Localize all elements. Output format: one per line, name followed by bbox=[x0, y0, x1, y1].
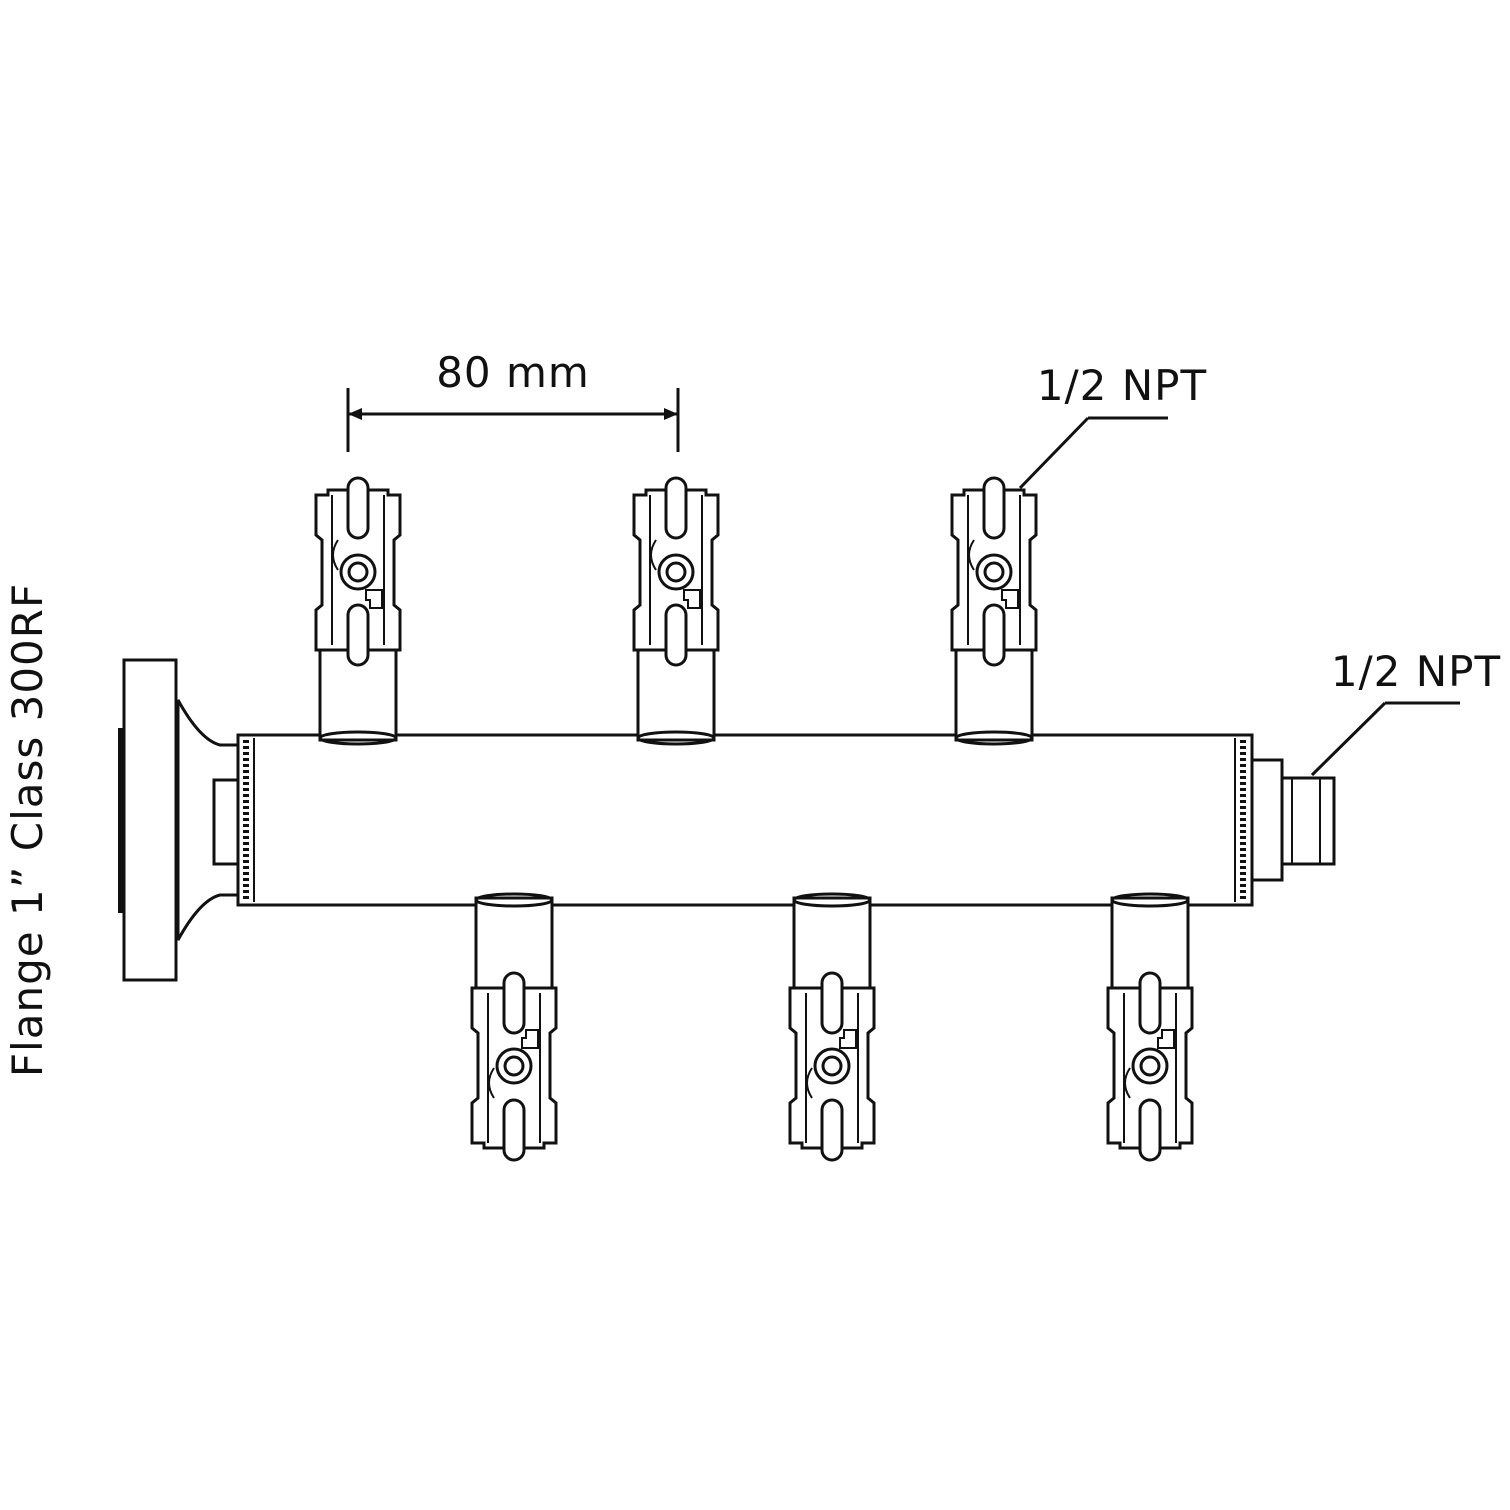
valve-4 bbox=[470, 892, 558, 1162]
end-thread-callout: 1/2 NPT bbox=[1310, 647, 1501, 777]
valve-6 bbox=[1106, 892, 1194, 1162]
valve-5 bbox=[788, 892, 876, 1162]
inlet-flange-label: Flange 1” Class 300RF bbox=[3, 583, 52, 1077]
valve-3 bbox=[950, 476, 1038, 746]
spacing-dimension: 80 mm bbox=[346, 348, 680, 452]
end-thread-label: 1/2 NPT bbox=[1331, 647, 1501, 696]
inlet-flange bbox=[118, 658, 240, 982]
spacing-label: 80 mm bbox=[436, 348, 590, 397]
outlet-thread-label: 1/2 NPT bbox=[1037, 361, 1207, 410]
end-fitting bbox=[1250, 758, 1336, 882]
valve-2 bbox=[632, 476, 720, 746]
header-pipe bbox=[236, 733, 1254, 907]
outlet-thread-callout: 1/2 NPT bbox=[1018, 361, 1207, 490]
valve-1 bbox=[314, 476, 402, 746]
